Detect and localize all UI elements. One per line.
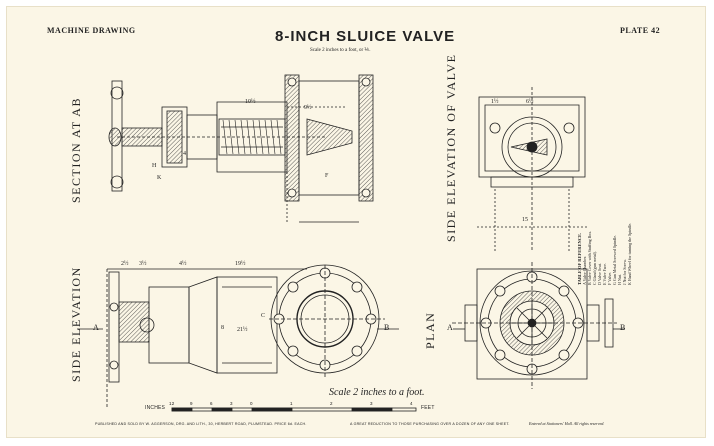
scale-tick: 9 (190, 401, 193, 406)
side-valve-view (477, 87, 587, 252)
scale-right-unit: FEET (421, 405, 435, 411)
drawing-sheet: MACHINE DRAWING PLATE 42 8-INCH SLUICE V… (6, 6, 706, 438)
scale-caption: Scale 2 inches to a foot. (329, 387, 425, 398)
scale-tick: 4 (410, 401, 413, 406)
header-right: PLATE 42 (620, 26, 661, 35)
letter-b-right: B (620, 323, 626, 332)
plate-title: 8-INCH SLUICE VALVE (275, 28, 456, 45)
drawing-canvas (77, 74, 625, 412)
scale-tick: 12 (169, 401, 175, 406)
footer-rights: Entered at Stationers' Hall. All rights … (529, 421, 605, 426)
ref-item: K Hand Wheel for turning the Spindle. (627, 222, 632, 285)
scale-tick: 6 (210, 401, 213, 406)
scale-tick: 2 (330, 401, 333, 406)
header-left: MACHINE DRAWING (47, 26, 136, 35)
dim-1-5: 1½ (491, 99, 499, 105)
reference-table: TABLE OF REFERENCE. A Valve Chamber. B V… (577, 165, 632, 285)
dim-9-5: 9½ (304, 105, 312, 111)
footer-publisher: PUBLISHED AND SOLD BY W. AGGERSON, DRG. … (95, 422, 307, 426)
letter-k: K (157, 175, 162, 181)
letter-b-left: B (384, 323, 390, 332)
scale-tick: 3 (370, 401, 373, 406)
letter-a-right: A (447, 323, 453, 332)
scale-left-unit: INCHES (145, 405, 166, 411)
letter-c: C (261, 313, 266, 319)
letter-h: H (152, 163, 157, 169)
scale-tick: 1 (290, 401, 293, 406)
dim-6-5: 6½ (526, 99, 534, 105)
dim-4-5: 4½ (179, 261, 187, 267)
footer-reduction: A GREAT REDUCTION TO THOSE PURCHASING OV… (350, 422, 510, 426)
scale-bar (171, 407, 417, 412)
dim-2-5: 2½ (121, 261, 129, 267)
dim-15: 15 (522, 217, 528, 223)
plan-view (452, 262, 617, 389)
plate-subtitle: Scale 2 inches to a foot, or ⅙. (310, 48, 371, 53)
scale-tick: 3 (230, 401, 233, 406)
dim-21-5: 21½ (237, 327, 248, 333)
side-elevation-view (106, 264, 385, 407)
dim-4: 4 (183, 151, 186, 157)
section-view (108, 74, 374, 223)
dim-10-5: 10½ (245, 99, 256, 105)
scale-tick: 0 (250, 401, 253, 406)
dim-3-5: 3½ (139, 261, 147, 267)
letter-f: F (325, 173, 329, 179)
letter-a-left: A (93, 323, 99, 332)
dim-8: 8 (221, 325, 224, 331)
dim-19-5: 19½ (235, 261, 246, 267)
